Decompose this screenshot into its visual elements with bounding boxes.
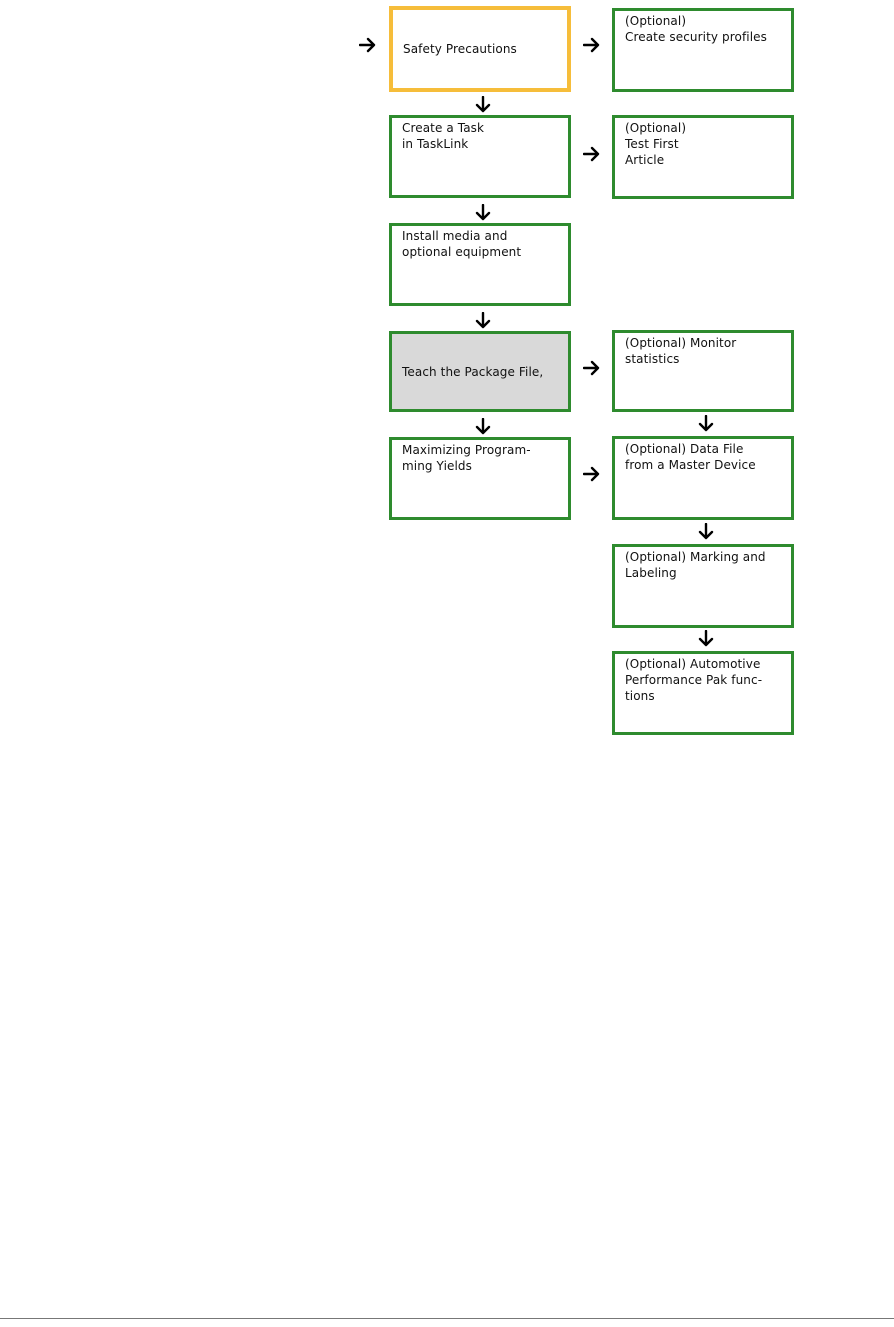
- step-label: (Optional) Data File from a Master Devic…: [625, 442, 756, 472]
- step-teach-package-file[interactable]: Teach the Package File,: [389, 331, 571, 412]
- step-label: Maximizing Program- ming Yields: [402, 443, 531, 473]
- arrow-right-icon: [583, 465, 601, 483]
- arrow-right-icon: [583, 36, 601, 54]
- arrow-right-icon: [583, 359, 601, 377]
- step-label: (Optional) Test First Article: [625, 121, 687, 167]
- step-label: (Optional) Create security profiles: [625, 14, 767, 44]
- arrow-down-icon: [474, 312, 492, 330]
- step-label: Install media and optional equipment: [402, 229, 522, 259]
- arrow-down-icon: [697, 630, 715, 648]
- optional-create-security-profiles[interactable]: (Optional) Create security profiles: [612, 8, 794, 92]
- step-label: (Optional) Monitor statistics: [625, 336, 737, 366]
- arrow-down-icon: [697, 523, 715, 541]
- step-label: (Optional) Marking and Labeling: [625, 550, 766, 580]
- optional-marking-labeling[interactable]: (Optional) Marking and Labeling: [612, 544, 794, 628]
- arrow-down-icon: [697, 415, 715, 433]
- page-footer-rule: [0, 1318, 894, 1319]
- arrow-down-icon: [474, 96, 492, 114]
- optional-data-file-master-device[interactable]: (Optional) Data File from a Master Devic…: [612, 436, 794, 520]
- step-label: Safety Precautions: [403, 42, 517, 56]
- optional-monitor-statistics[interactable]: (Optional) Monitor statistics: [612, 330, 794, 412]
- entry-arrow-right-icon: [359, 36, 377, 54]
- step-maximizing-yields[interactable]: Maximizing Program- ming Yields: [389, 437, 571, 520]
- arrow-down-icon: [474, 204, 492, 222]
- arrow-right-icon: [583, 145, 601, 163]
- arrow-down-icon: [474, 418, 492, 436]
- step-install-media[interactable]: Install media and optional equipment: [389, 223, 571, 306]
- optional-test-first-article[interactable]: (Optional) Test First Article: [612, 115, 794, 199]
- step-create-task[interactable]: Create a Task in TaskLink: [389, 115, 571, 198]
- optional-automotive-performance-pak[interactable]: (Optional) Automotive Performance Pak fu…: [612, 651, 794, 735]
- step-label: (Optional) Automotive Performance Pak fu…: [625, 657, 763, 703]
- step-label: Create a Task in TaskLink: [402, 121, 485, 151]
- step-label: Teach the Package File,: [402, 364, 544, 379]
- step-safety-precautions[interactable]: Safety Precautions: [389, 6, 571, 92]
